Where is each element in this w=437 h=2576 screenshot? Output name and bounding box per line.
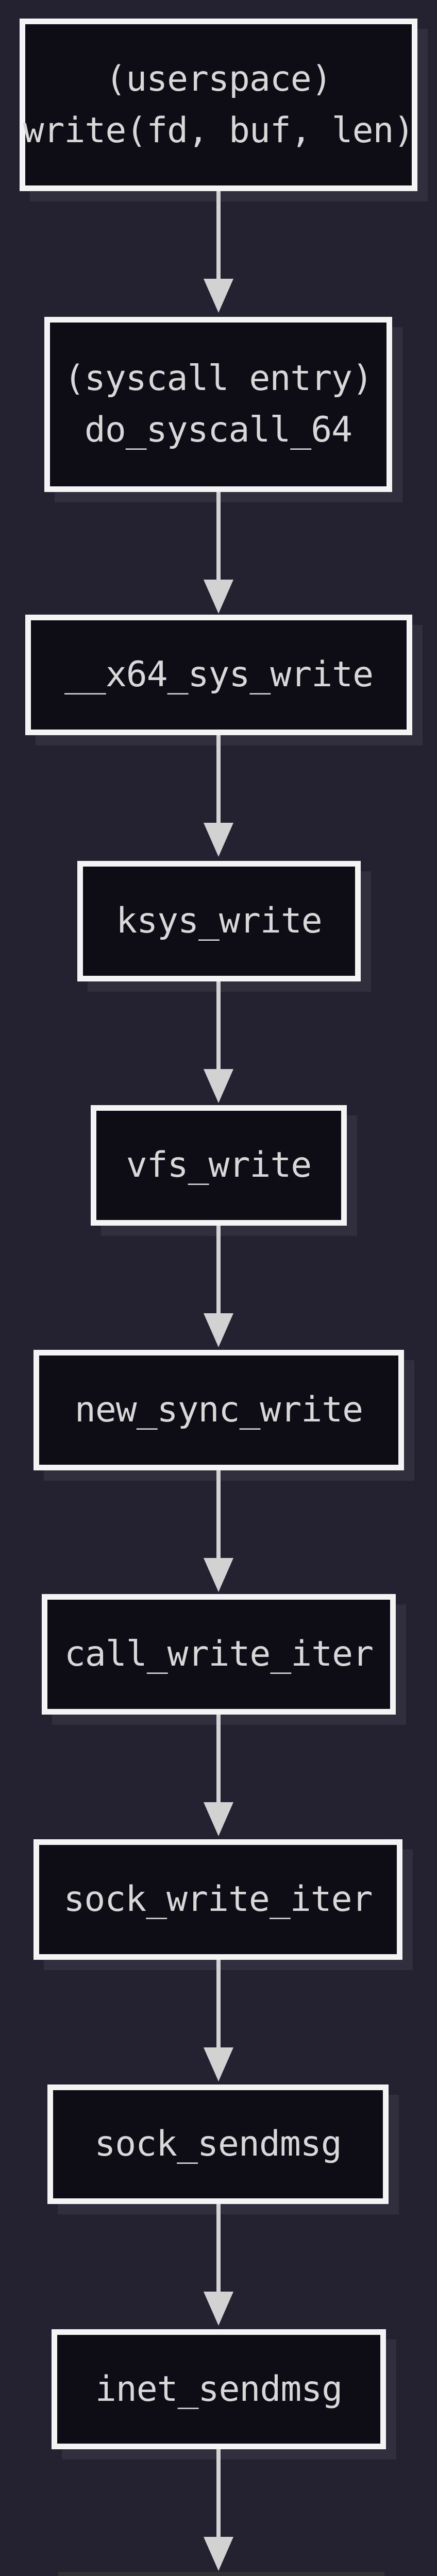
- node-label: do_syscall_64: [84, 410, 352, 450]
- node-ksys-write: ksys_write: [77, 861, 361, 981]
- node-label: sock_sendmsg: [94, 2124, 342, 2164]
- node-label: inet_sendmsg: [95, 2368, 343, 2410]
- node-sock-sendmsg: sock_sendmsg: [47, 2084, 389, 2204]
- arrow-head: [204, 2292, 233, 2326]
- arrow-shaft: [216, 981, 221, 1070]
- arrow-shaft: [216, 492, 221, 581]
- node-label: sock_write_iter: [63, 1879, 373, 1920]
- arrow-shaft: [216, 1715, 221, 1803]
- arrow-down-icon: [204, 1715, 233, 1837]
- arrow-head: [204, 2047, 233, 2081]
- node-x64-sys-write: __x64_sys_write: [25, 615, 412, 735]
- arrow-head: [204, 1802, 233, 1836]
- node-label: __x64_sys_write: [64, 654, 374, 695]
- node-label: (userspace): [105, 58, 332, 99]
- arrow-down-icon: [204, 191, 233, 314]
- arrow-head: [204, 1313, 233, 1347]
- node-call-write-iter: call_write_iter: [42, 1594, 396, 1715]
- node-vfs-write: vfs_write: [91, 1105, 347, 1226]
- arrow-shaft: [216, 191, 221, 280]
- node-label: vfs_write: [126, 1145, 312, 1185]
- node-label: call_write_iter: [64, 1634, 374, 1674]
- arrow-down-icon: [204, 2449, 233, 2572]
- node-tcp-sendmsg: tcp_sendmsg: [58, 2572, 384, 2576]
- node-label: ksys_write: [116, 901, 322, 941]
- node-do-syscall-64: (syscall entry) do_syscall_64: [44, 317, 392, 492]
- arrow-head: [204, 823, 233, 857]
- arrow-down-icon: [204, 2204, 233, 2327]
- arrow-down-icon: [204, 735, 233, 858]
- node-new-sync-write: new_sync_write: [33, 1350, 404, 1470]
- arrow-head: [204, 279, 233, 313]
- node-userspace-write: (userspace) write(fd, buf, len): [20, 19, 417, 191]
- arrow-shaft: [216, 1470, 221, 1559]
- arrow-shaft: [216, 2449, 221, 2538]
- node-sock-write-iter: sock_write_iter: [33, 1839, 402, 1960]
- node-inet-sendmsg: inet_sendmsg: [52, 2329, 386, 2449]
- arrow-head: [204, 580, 233, 614]
- arrow-down-icon: [204, 1470, 233, 1593]
- arrow-shaft: [216, 1960, 221, 2048]
- arrow-head: [204, 2537, 233, 2571]
- arrow-down-icon: [204, 1226, 233, 1348]
- arrow-down-icon: [204, 492, 233, 615]
- arrow-head: [204, 1069, 233, 1103]
- arrow-shaft: [216, 2204, 221, 2293]
- arrow-head: [204, 1558, 233, 1592]
- arrow-shaft: [216, 1226, 221, 1314]
- node-label: write(fd, buf, len): [23, 110, 415, 151]
- node-label: new_sync_write: [74, 1389, 363, 1430]
- arrow-down-icon: [204, 1960, 233, 2082]
- node-label: (syscall entry): [63, 358, 373, 399]
- arrow-shaft: [216, 735, 221, 824]
- arrow-down-icon: [204, 981, 233, 1104]
